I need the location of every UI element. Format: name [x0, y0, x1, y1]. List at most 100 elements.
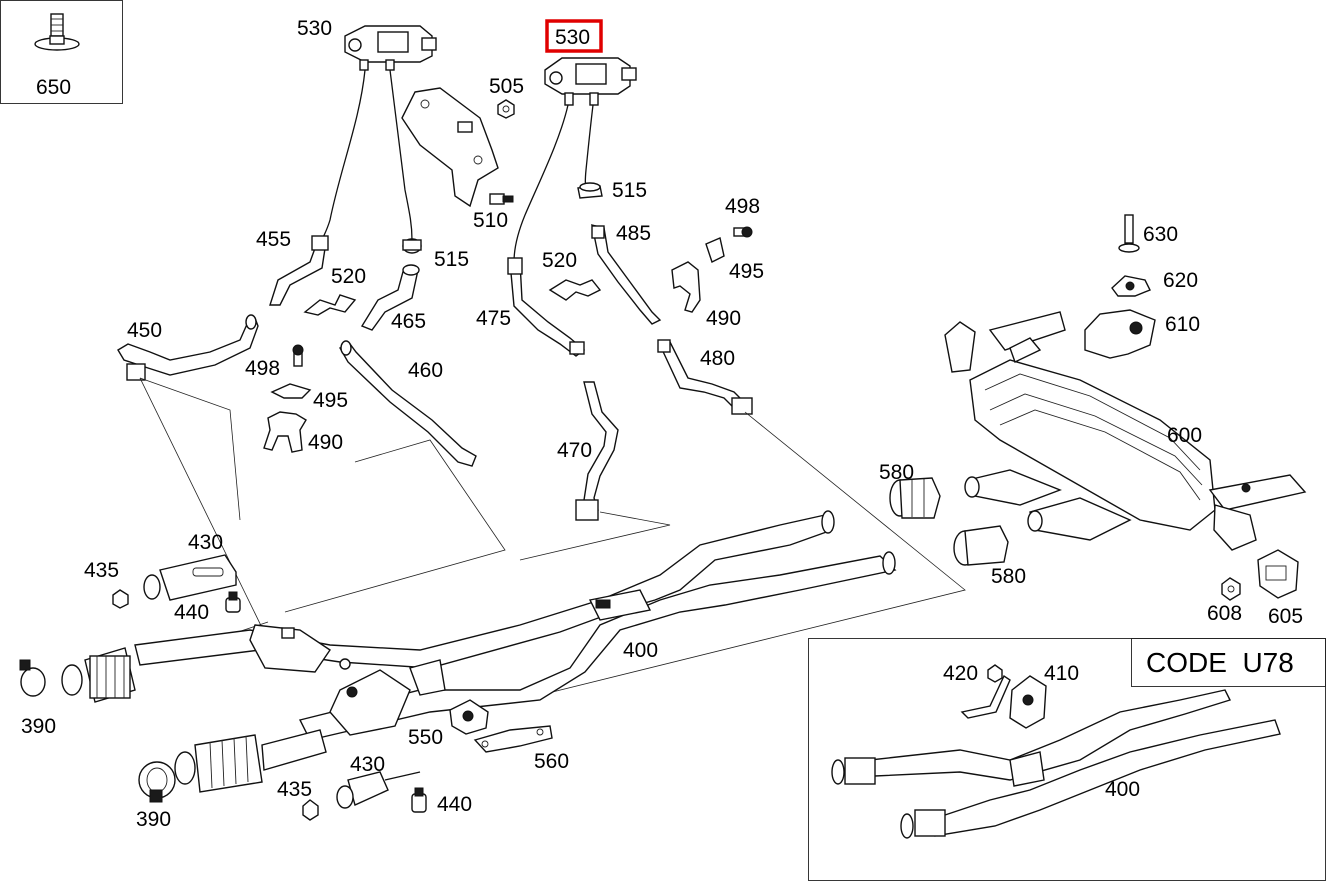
hose-475-upper[interactable] [513, 104, 569, 263]
clip-495-right[interactable] [705, 237, 725, 263]
bolt-630[interactable] [1118, 214, 1140, 253]
hose-465-upper[interactable] [389, 69, 413, 241]
callout-520-right[interactable]: 520 [542, 249, 577, 272]
hose-455-upper[interactable] [321, 69, 366, 241]
callout-610[interactable]: 610 [1165, 313, 1200, 336]
callout-430-lower[interactable]: 430 [350, 753, 385, 776]
callout-605[interactable]: 605 [1268, 605, 1303, 628]
callout-490-left[interactable]: 490 [308, 431, 343, 454]
callout-390-upper[interactable]: 390 [21, 715, 56, 738]
callout-420[interactable]: 420 [943, 662, 978, 685]
bolt-510[interactable] [489, 193, 514, 205]
actuator-605[interactable] [1257, 549, 1299, 599]
mount-550[interactable] [449, 699, 489, 735]
callout-460[interactable]: 460 [408, 359, 443, 382]
actuator-610[interactable] [1084, 309, 1156, 359]
callout-440-upper[interactable]: 440 [174, 601, 209, 624]
clamp-580-upper[interactable] [889, 477, 941, 519]
callout-410[interactable]: 410 [1044, 662, 1079, 685]
pressure-sensor-530-right[interactable] [544, 57, 637, 106]
callout-455[interactable]: 455 [256, 228, 291, 251]
actuator-430-upper[interactable] [143, 554, 237, 601]
callout-600[interactable]: 600 [1167, 424, 1202, 447]
clip-520-right[interactable] [548, 279, 602, 301]
callout-400-inset[interactable]: 400 [1105, 778, 1140, 801]
inset-nut-420[interactable] [987, 664, 1003, 683]
inset-pipe-400[interactable] [831, 689, 1281, 839]
callout-580-upper[interactable]: 580 [879, 461, 914, 484]
callout-650[interactable]: 650 [36, 76, 71, 99]
callout-520-left[interactable]: 520 [331, 265, 366, 288]
callout-490-right[interactable]: 490 [706, 307, 741, 330]
callout-630[interactable]: 630 [1143, 223, 1178, 246]
hose-465[interactable] [360, 264, 420, 331]
callout-495-right[interactable]: 495 [729, 260, 764, 283]
pressure-sensor-530-left[interactable] [344, 25, 437, 71]
sensor-bracket[interactable] [401, 87, 499, 208]
callout-400-main[interactable]: 400 [623, 639, 658, 662]
pipe-450[interactable] [117, 314, 259, 381]
clip-515-left[interactable] [402, 238, 422, 254]
nut-435-lower[interactable] [302, 799, 319, 821]
inset-bracket[interactable] [960, 674, 1011, 719]
clip-515-right[interactable] [577, 182, 603, 199]
callout-470[interactable]: 470 [557, 439, 592, 462]
callout-608[interactable]: 608 [1207, 602, 1242, 625]
callout-550[interactable]: 550 [408, 726, 443, 749]
callout-530-left[interactable]: 530 [297, 17, 332, 40]
callout-435-lower[interactable]: 435 [277, 778, 312, 801]
callout-515-right[interactable]: 515 [612, 179, 647, 202]
catalyst-lower[interactable] [329, 659, 446, 736]
bracket-560[interactable] [473, 725, 553, 753]
hose-485-upper[interactable] [584, 104, 594, 191]
callout-580-lower[interactable]: 580 [991, 565, 1026, 588]
pipe-480[interactable] [657, 339, 753, 415]
callout-498-left[interactable]: 498 [245, 357, 280, 380]
valve-440-upper[interactable] [225, 591, 241, 613]
callout-530-right[interactable]: 530 [555, 26, 590, 49]
bolt-498-right[interactable] [733, 226, 753, 238]
pipe-460[interactable] [338, 340, 477, 467]
actuator-430-lower[interactable] [336, 771, 421, 809]
callout-510[interactable]: 510 [473, 209, 508, 232]
bolt-650[interactable] [34, 13, 80, 51]
callout-465[interactable]: 465 [391, 310, 426, 333]
bracket-490-right[interactable] [671, 261, 701, 313]
flex-joint-upper[interactable] [61, 647, 136, 703]
inset-actuator-410[interactable] [1009, 675, 1047, 729]
nut-435-upper[interactable] [112, 589, 129, 609]
callout-430-upper[interactable]: 430 [188, 531, 223, 554]
callout-485[interactable]: 485 [616, 222, 651, 245]
callout-450[interactable]: 450 [127, 319, 162, 342]
bracket-490-left[interactable] [263, 411, 307, 453]
exhaust-pipe-400[interactable] [134, 510, 897, 741]
bracket-620[interactable] [1111, 275, 1151, 297]
flex-joint-lower[interactable] [174, 729, 327, 793]
callout-495-left[interactable]: 495 [313, 389, 348, 412]
clamp-390-upper[interactable] [19, 659, 46, 697]
clip-520-left[interactable] [303, 294, 357, 316]
hose-455[interactable] [269, 235, 329, 306]
pipe-470[interactable] [575, 381, 619, 521]
callout-435-upper[interactable]: 435 [84, 559, 119, 582]
nut-608[interactable] [1221, 577, 1241, 601]
catalyst-upper[interactable] [249, 624, 351, 673]
rear-muffler-600[interactable] [944, 311, 1307, 551]
nut-505[interactable] [497, 99, 515, 119]
callout-515-left[interactable]: 515 [434, 248, 469, 271]
callout-390-lower[interactable]: 390 [136, 808, 171, 831]
hose-475[interactable] [507, 257, 586, 357]
callout-475[interactable]: 475 [476, 307, 511, 330]
hose-485[interactable] [591, 224, 662, 325]
callout-505[interactable]: 505 [489, 75, 524, 98]
callout-498-right[interactable]: 498 [725, 195, 760, 218]
valve-440-lower[interactable] [411, 787, 427, 813]
clamp-390-lower[interactable] [138, 761, 176, 803]
callout-440-lower[interactable]: 440 [437, 793, 472, 816]
clip-495-left[interactable] [270, 383, 312, 399]
callout-480[interactable]: 480 [700, 347, 735, 370]
bolt-498-left[interactable] [292, 344, 304, 367]
sleeve-580-lower[interactable] [953, 525, 1009, 566]
callout-560[interactable]: 560 [534, 750, 569, 773]
callout-620[interactable]: 620 [1163, 269, 1198, 292]
